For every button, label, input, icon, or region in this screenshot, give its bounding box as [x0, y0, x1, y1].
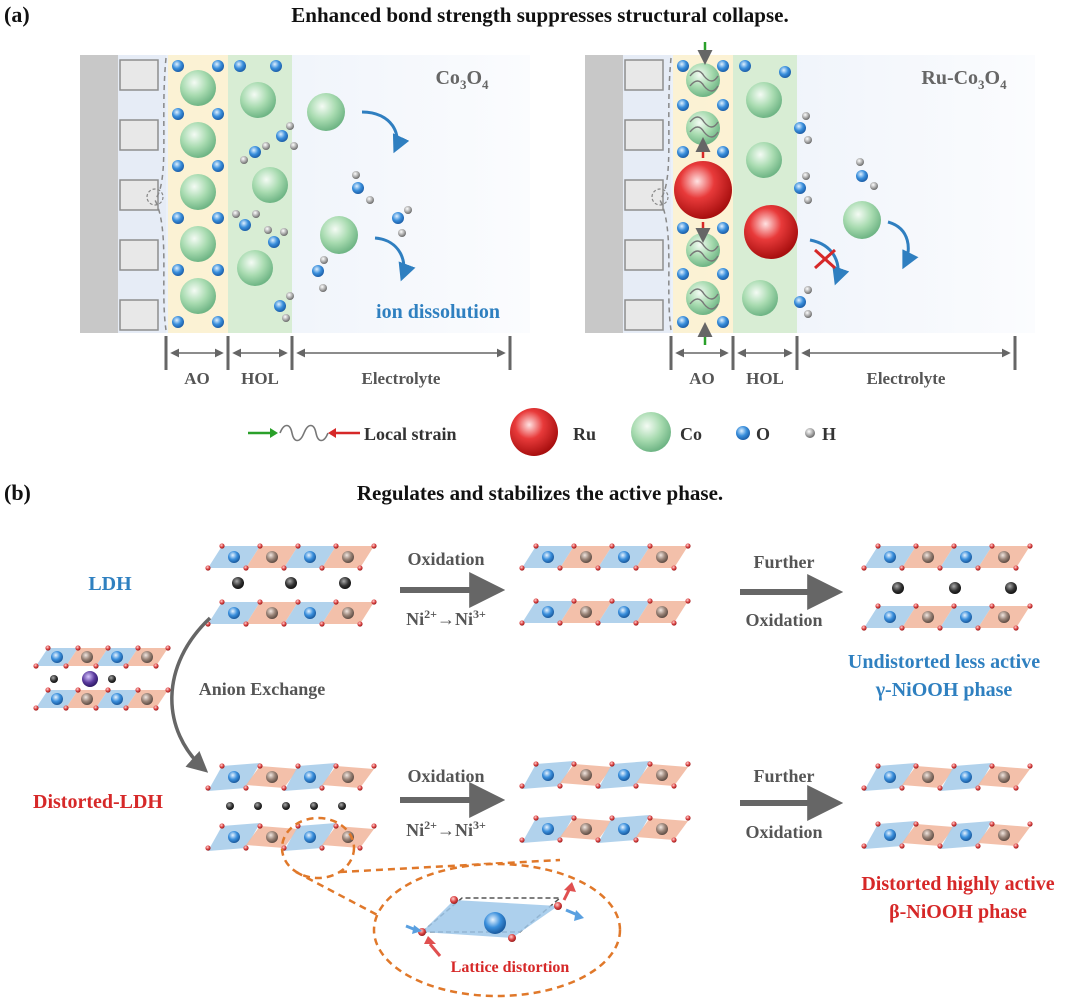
legend-ru-label: Ru [573, 424, 596, 444]
legend-h-label: H [822, 424, 836, 444]
region-brackets-right [669, 336, 1017, 370]
further-label-top: Further [754, 552, 815, 572]
further-oxidation-label-bottom: Oxidation [745, 822, 822, 842]
region-ao-left: AO [184, 369, 210, 388]
further-label-bottom: Further [754, 766, 815, 786]
legend-o-icon [736, 426, 750, 440]
panel-b-letter: (b) [4, 480, 31, 505]
distorted-ldh-label: Distorted-LDH [33, 791, 163, 813]
legend-co-icon [631, 412, 671, 452]
co3o4-label: Co3O4 [435, 67, 489, 92]
ion-dissolution-label: ion dissolution [376, 301, 500, 323]
lattice-distortion-inset [280, 816, 622, 998]
ru-co3o4-label: Ru-Co3O4 [921, 67, 1007, 92]
ldh-label: LDH [88, 573, 132, 595]
ni-transition-bottom: Ni2+→Ni3+ [406, 818, 486, 840]
legend-co-label: Co [680, 424, 702, 444]
legend-strain-icon [248, 424, 360, 442]
further-oxidation-label-top: Oxidation [745, 610, 822, 630]
ru-co3o4-schematic [585, 42, 1035, 345]
oxidation-label-top: Oxidation [407, 549, 484, 569]
gamma-phase-line2: γ-NiOOH phase [875, 679, 1013, 701]
panel-b-title: Regulates and stabilizes the active phas… [357, 481, 723, 505]
anion-exchange-label: Anion Exchange [199, 679, 326, 699]
beta-phase-line2: β-NiOOH phase [889, 901, 1027, 923]
region-electrolyte-right: Electrolyte [867, 369, 946, 388]
panel-a-letter: (a) [4, 2, 30, 27]
layered-structures [33, 543, 1033, 851]
region-brackets-left [164, 336, 512, 370]
co3o4-schematic [80, 55, 530, 333]
legend-ru-icon [510, 408, 558, 456]
lattice-distortion-label: Lattice distortion [451, 959, 570, 976]
region-hol-right: HOL [746, 369, 784, 388]
legend-o-label: O [756, 424, 770, 444]
beta-phase-line1: Distorted highly active [861, 873, 1054, 895]
ni-transition-top: Ni2+→Ni3+ [406, 607, 486, 629]
region-hol-left: HOL [241, 369, 279, 388]
legend-strain-label: Local strain [364, 424, 457, 444]
region-electrolyte-left: Electrolyte [362, 369, 441, 388]
oxidation-label-bottom: Oxidation [407, 766, 484, 786]
anion-exchange-arrow [170, 616, 212, 773]
legend-h-icon [805, 428, 815, 438]
region-ao-right: AO [689, 369, 715, 388]
panel-a-title: Enhanced bond strength suppresses struct… [291, 3, 788, 27]
gamma-phase-line1: Undistorted less active [848, 651, 1040, 673]
